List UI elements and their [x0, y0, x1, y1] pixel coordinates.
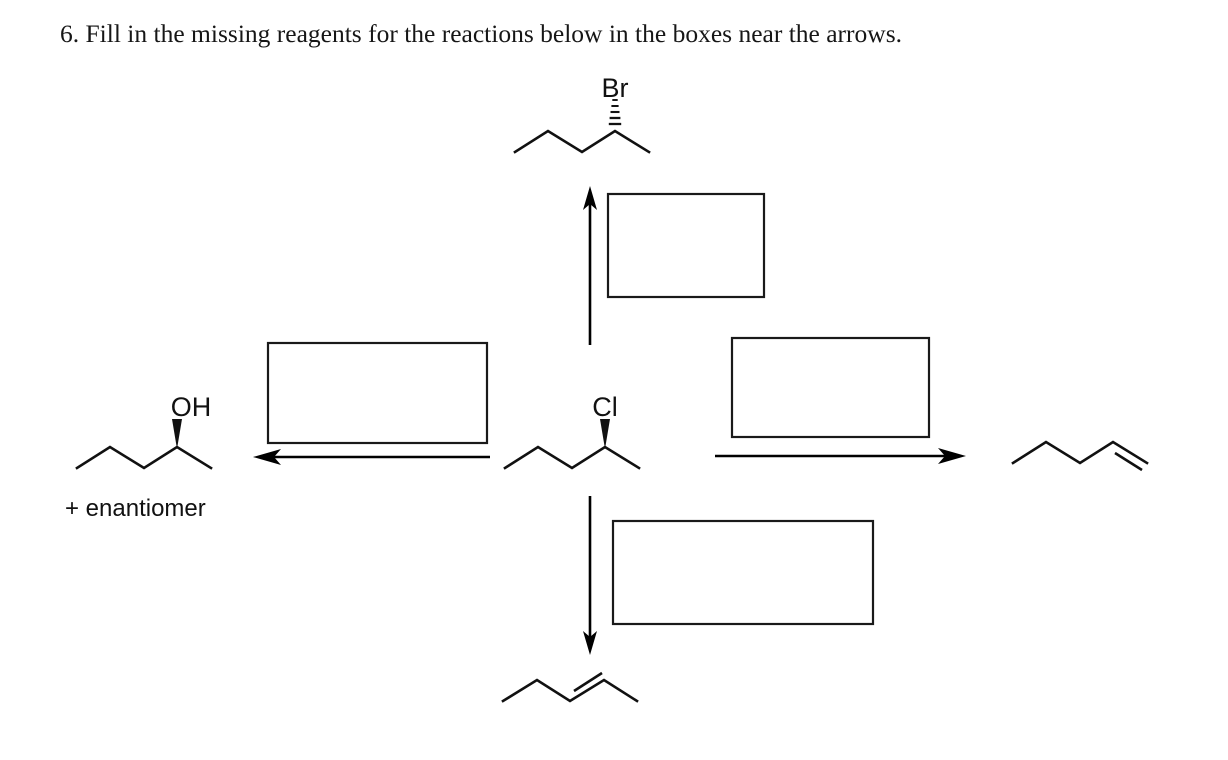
answer-box-right[interactable] [730, 336, 931, 439]
reaction-arrow-down [583, 496, 597, 655]
arrowhead-up [583, 186, 597, 210]
arrowhead-down [583, 631, 597, 655]
bond-chain-pentanol [75, 445, 213, 470]
atom-label-cl: Cl [592, 392, 618, 422]
double-bond-inner-2-pentene [573, 671, 603, 693]
enantiomer-note: + enantiomer [65, 495, 206, 522]
answer-box-bottom[interactable] [611, 519, 875, 626]
answer-box-top[interactable] [606, 192, 766, 299]
answer-box-left[interactable] [266, 341, 489, 445]
atom-label-br: Br [602, 73, 629, 103]
bond-chain-bromopentane [513, 129, 651, 154]
structure-1-pentene [1011, 440, 1149, 472]
structure-2-pentanol: OH + enantiomer [65, 392, 213, 522]
arrowhead-left [253, 449, 281, 465]
reaction-arrow-right [715, 448, 966, 464]
structure-2-pentene [501, 671, 639, 703]
structure-2-chloropentane: Cl [503, 392, 641, 470]
bond-chain-2-pentene [501, 678, 639, 703]
question-prompt: 6. Fill in the missing reagents for the … [60, 19, 902, 48]
double-bond-inner-1-pentene [1114, 451, 1143, 472]
hashed-wedge-br [608, 99, 622, 126]
bond-chain-1-pentene [1011, 440, 1149, 465]
solid-wedge-cl [600, 419, 610, 449]
solid-wedge-oh [172, 419, 182, 449]
reaction-arrow-up [583, 186, 597, 345]
structure-2-bromopentane: Br [513, 73, 651, 154]
reaction-arrow-left [253, 449, 490, 465]
arrowhead-right [938, 448, 966, 464]
atom-label-oh: OH [171, 392, 212, 422]
bond-chain-chloropentane [503, 445, 641, 470]
